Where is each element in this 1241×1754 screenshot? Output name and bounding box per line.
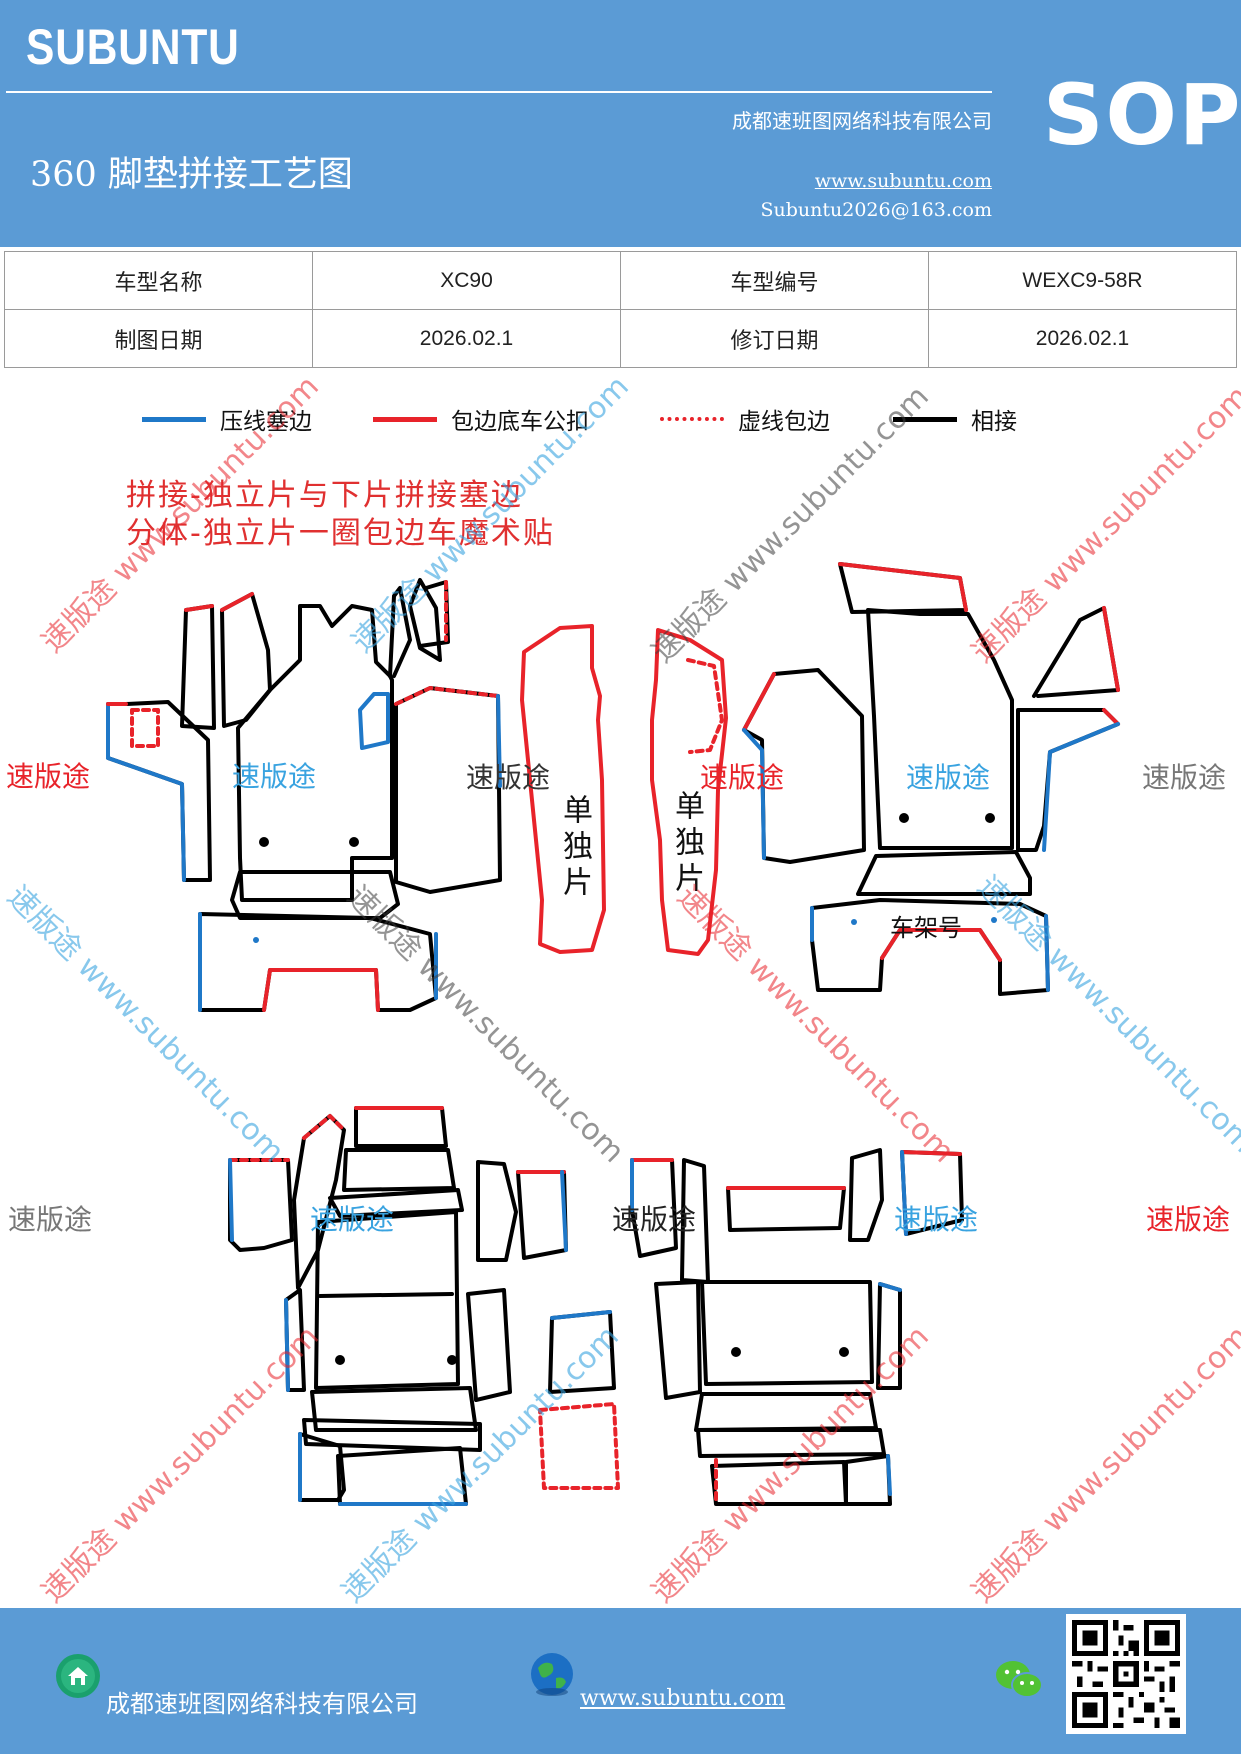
drawing-date-value: 2026.02.1 (312, 309, 621, 368)
front-left-mat (106, 578, 502, 1012)
watermark: 速版途 (466, 761, 551, 794)
header: SUBUNTU 成都速班图网络科技有限公司 360 脚垫拼接工艺图 www.su… (0, 0, 1241, 247)
legend-item-red: 包边底车公扣 (373, 402, 589, 436)
revision-date-label: 修订日期 (620, 309, 929, 368)
header-company: 成都速班图网络科技有限公司 (732, 109, 992, 133)
single-piece-label-left: 单独片 (557, 794, 592, 902)
legend-item-blue: 压线塞边 (142, 402, 312, 436)
wechat-icon (996, 1661, 1043, 1698)
model-name-label: 车型名称 (4, 251, 313, 310)
header-divider (6, 91, 992, 93)
frame-number-label: 车架号 (890, 914, 962, 942)
watermark: 速版途 (1142, 761, 1227, 794)
note-line-1: 拼接-独立片与下片拼接塞边 (126, 478, 523, 513)
legend-label: 虚线包边 (738, 409, 830, 435)
watermark: 速版途 (232, 760, 317, 793)
legend-label: 相接 (971, 409, 1017, 435)
rear-left-mat (228, 1106, 620, 1506)
watermark: 速版途 (8, 1203, 93, 1236)
legend-swatch (373, 416, 437, 422)
header-email: Subuntu2026@163.com (760, 199, 992, 221)
model-code-value: WEXC9-58R (928, 251, 1237, 310)
sop-label: SOP (1043, 66, 1241, 164)
globe-icon (531, 1653, 573, 1696)
brand-logo: SUBUNTU (26, 19, 240, 75)
watermark: 速版途 (612, 1203, 697, 1236)
table-row: 制图日期 2026.02.1 修订日期 2026.02.1 (4, 309, 1237, 368)
front-right-mat (742, 562, 1120, 996)
watermark: 速版途 (894, 1203, 979, 1236)
legend-item-black: 相接 (893, 402, 1017, 436)
footer-company: 成都速班图网络科技有限公司 (106, 1690, 418, 1718)
footer: 成都速班图网络科技有限公司 www.subuntu.com (0, 1608, 1241, 1754)
info-table: 车型名称 XC90 车型编号 WEXC9-58R 制图日期 2026.02.1 … (4, 251, 1237, 368)
watermark: 速版途 (906, 761, 991, 794)
legend-swatch (893, 416, 957, 422)
watermark: 速版途 (6, 760, 91, 793)
header-website-link[interactable]: www.subuntu.com (814, 170, 992, 192)
note-line-2: 分体-独立片一圈包边车魔术贴 (126, 516, 555, 551)
model-code-label: 车型编号 (620, 251, 929, 310)
watermark: 速版途 (310, 1203, 395, 1236)
legend-swatch (660, 417, 724, 421)
single-piece-label-right: 单独片 (669, 790, 704, 898)
table-row: 车型名称 XC90 车型编号 WEXC9-58R (4, 251, 1237, 310)
model-name-value: XC90 (312, 251, 621, 310)
qr-code-icon (1066, 1614, 1186, 1734)
legend-label: 包边底车公扣 (451, 409, 589, 435)
drawing-date-label: 制图日期 (4, 309, 313, 368)
watermark: 速版途 (1146, 1203, 1231, 1236)
legend-label: 压线塞边 (220, 409, 312, 435)
page-title: 360 脚垫拼接工艺图 (30, 155, 353, 195)
watermark: 速版途 (700, 761, 785, 794)
footer-website-link[interactable]: www.subuntu.com (580, 1686, 786, 1711)
legend-item-red-dashed: 虚线包边 (660, 402, 830, 436)
legend-swatch (142, 416, 206, 422)
home-icon (56, 1654, 100, 1698)
rear-right-mat (630, 1148, 964, 1506)
revision-date-value: 2026.02.1 (928, 309, 1237, 368)
